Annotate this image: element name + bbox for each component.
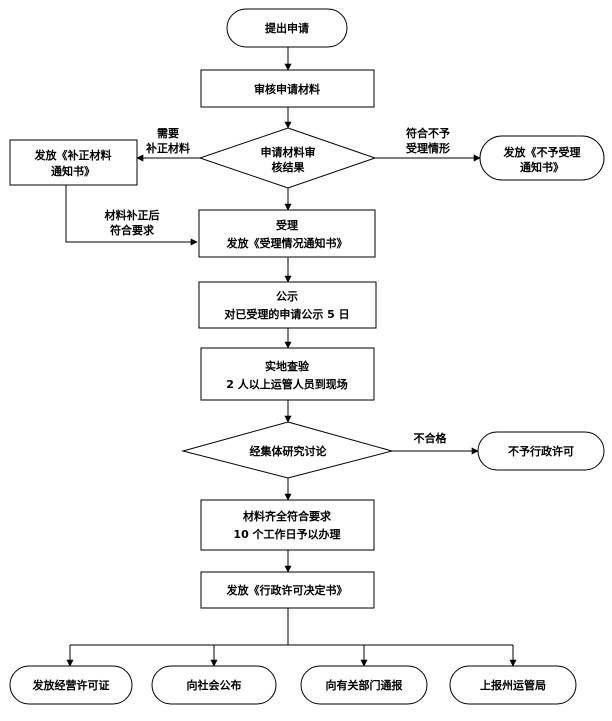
deny-permit-label: 不予行政许可 (508, 444, 574, 458)
start-node: 提出申请 (226, 8, 348, 48)
reject-notice-label-2: 通知书》 (520, 160, 564, 174)
inspection-label-1: 实地查验 (265, 359, 310, 373)
edge-label-after-1: 材料补正后 (105, 208, 160, 222)
out-license-label: 发放经营许可证 (32, 678, 110, 692)
complete-node: 材料齐全符合要求 10 个工作日予以办理 (200, 499, 375, 551)
out-report-node: 上报州运管局 (449, 665, 577, 705)
complete-label-1: 材料齐全符合要求 (243, 509, 332, 523)
publicize-label-2: 对已受理的申请公示 5 日 (224, 307, 349, 321)
publicize-node: 公示 对已受理的申请公示 5 日 (198, 281, 377, 329)
supplement-label-2: 通知书》 (51, 164, 95, 178)
issue-decision-label: 发放《行政许可决定书》 (226, 583, 348, 597)
edge-label-unqualified: 不合格 (414, 431, 448, 445)
check-label-1: 申请材料审 (261, 145, 316, 159)
edge-label-need-1: 需要 (157, 127, 179, 140)
out-notify-label: 向有关部门通报 (326, 678, 404, 692)
review-node: 审核申请材料 (200, 69, 375, 108)
collective-label: 经集体研究讨论 (250, 444, 328, 458)
connectors (65, 47, 517, 667)
complete-label-2: 10 个工作日予以办理 (233, 527, 340, 541)
publicize-label-1: 公示 (276, 290, 298, 303)
arrow-supplement-accept (65, 185, 198, 246)
review-label: 审核申请材料 (254, 82, 320, 96)
deny-permit-node: 不予行政许可 (477, 431, 605, 471)
inspection-label-2: 2 人以上运管人员到现场 (226, 377, 347, 391)
accept-label-1: 受理 (276, 218, 298, 232)
supplement-label-1: 发放《补正材料 (34, 148, 112, 162)
accept-label-2: 发放《受理情况通知书》 (226, 236, 348, 250)
out-public-node: 向社会公布 (151, 665, 277, 705)
edge-label-after-2: 符合要求 (110, 223, 155, 237)
out-public-label: 向社会公布 (187, 678, 242, 692)
reject-notice-node: 发放《不予受理 通知书》 (479, 135, 605, 181)
out-notify-node: 向有关部门通报 (300, 665, 428, 705)
out-report-label: 上报州运管局 (480, 678, 546, 692)
inspection-node: 实地查验 2 人以上运管人员到现场 (200, 347, 375, 401)
edge-label-notaccepted-1: 符合不予 (406, 126, 450, 140)
edge-labels: 需要 补正材料 符合不予 受理情形 材料补正后 符合要求 不合格 (105, 126, 451, 445)
accept-node: 受理 发放《受理情况通知书》 (198, 209, 376, 258)
check-label-2: 核结果 (272, 160, 305, 174)
edge-label-need-2: 补正材料 (145, 141, 190, 155)
supplement-node: 发放《补正材料 通知书》 (9, 139, 138, 186)
start-label: 提出申请 (265, 21, 309, 35)
edge-label-notaccepted-2: 受理情形 (406, 141, 450, 155)
reject-notice-label-1: 发放《不予受理 (503, 145, 581, 159)
collective-decision: 经集体研究讨论 (181, 421, 394, 479)
check-decision: 申请材料审 核结果 (198, 127, 377, 189)
issue-decision-node: 发放《行政许可决定书》 (200, 571, 375, 609)
out-license-node: 发放经营许可证 (9, 665, 133, 705)
